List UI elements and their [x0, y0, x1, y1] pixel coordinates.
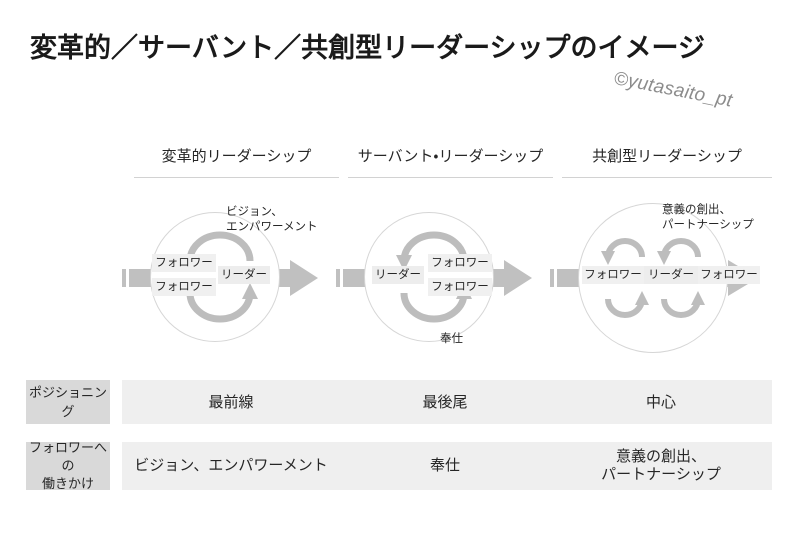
- cell-positioning-cocreative: 中心: [550, 380, 772, 424]
- node-follower-top: フォロワー: [152, 254, 216, 272]
- table-row-follower-approach: フォロワーへの 働きかけ ビジョン、エンパワーメント 奉仕 意義の創出、 パート…: [0, 440, 800, 491]
- cell-value-line-1: ビジョン、エンパワーメント: [134, 457, 328, 474]
- header-divider: [348, 177, 553, 178]
- node-follower-bottom: フォロワー: [152, 278, 216, 296]
- caption-line-1: 意義の創出、: [662, 204, 731, 216]
- cell-approach-cocreative: 意義の創出、 パートナーシップ: [550, 442, 772, 490]
- column-header-label: 変革的リーダーシップ: [161, 148, 312, 165]
- row-label-text: ポジショニング: [28, 385, 107, 419]
- row-label-follower-approach: フォロワーへの 働きかけ: [26, 440, 110, 491]
- node-follower-top: フォロワー: [428, 254, 492, 272]
- cell-value-line-1: 意義の創出、: [615, 448, 706, 465]
- column-header-label: サーバント・リーダーシップ: [357, 148, 544, 165]
- column-header-cocreative: 共創型リーダーシップ: [562, 145, 772, 178]
- cell-value: 最前線: [208, 393, 254, 411]
- diagram-caption: 奉仕: [440, 332, 520, 347]
- column-header-transformational: 変革的リーダーシップ: [134, 145, 339, 178]
- node-follower-bottom: フォロワー: [428, 278, 492, 296]
- cell-value-line-1: 奉仕: [429, 457, 460, 474]
- cell-value: 中心: [645, 393, 676, 411]
- cell-approach-transformational: ビジョン、エンパワーメント: [122, 442, 340, 490]
- caption-line-1: ビジョン、: [226, 206, 283, 218]
- diagram-cocreative: フォロワー リーダー フォロワー 意義の創出、 パートナーシップ: [550, 195, 778, 360]
- cell-positioning-servant: 最後尾: [336, 380, 554, 424]
- cell-approach-servant: 奉仕: [336, 442, 554, 490]
- node-follower-right: フォロワー: [698, 266, 760, 284]
- diagram-transformational: フォロワー フォロワー リーダー ビジョン、 エンパワーメント: [122, 195, 340, 360]
- header-divider: [134, 177, 339, 178]
- column-header-servant: サーバント・リーダーシップ: [348, 145, 553, 178]
- column-header-label: 共創型リーダーシップ: [592, 148, 742, 165]
- node-leader: リーダー: [372, 266, 424, 284]
- diagram-caption: 意義の創出、 パートナーシップ: [662, 203, 782, 233]
- caption-line-1: 奉仕: [440, 333, 463, 345]
- node-leader: リーダー: [644, 266, 698, 284]
- caption-line-2: エンパワーメント: [226, 221, 318, 233]
- diagram-caption: ビジョン、 エンパワーメント: [226, 205, 346, 235]
- node-leader: リーダー: [218, 266, 270, 284]
- caption-line-2: パートナーシップ: [662, 219, 754, 231]
- diagram-servant: リーダー フォロワー フォロワー 奉仕: [336, 195, 554, 360]
- cell-value-line-2: パートナーシップ: [601, 466, 721, 483]
- header-divider: [562, 177, 772, 178]
- cell-value: 最後尾: [422, 393, 468, 411]
- table-row-positioning: ポジショニング 最前線 最後尾 中心: [0, 380, 800, 424]
- cell-positioning-transformational: 最前線: [122, 380, 340, 424]
- rotation-arrows-icon: [601, 238, 705, 318]
- node-follower-left: フォロワー: [582, 266, 644, 284]
- copyright-watermark: ©yutasaito_pt: [611, 68, 735, 112]
- page-title: 変革的／サーバント／共創型リーダーシップのイメージ: [30, 33, 705, 63]
- row-label-positioning: ポジショニング: [26, 380, 110, 424]
- row-label-text-line-2: 働きかけ: [41, 476, 94, 491]
- row-label-text-line-1: フォロワーへの: [28, 440, 107, 473]
